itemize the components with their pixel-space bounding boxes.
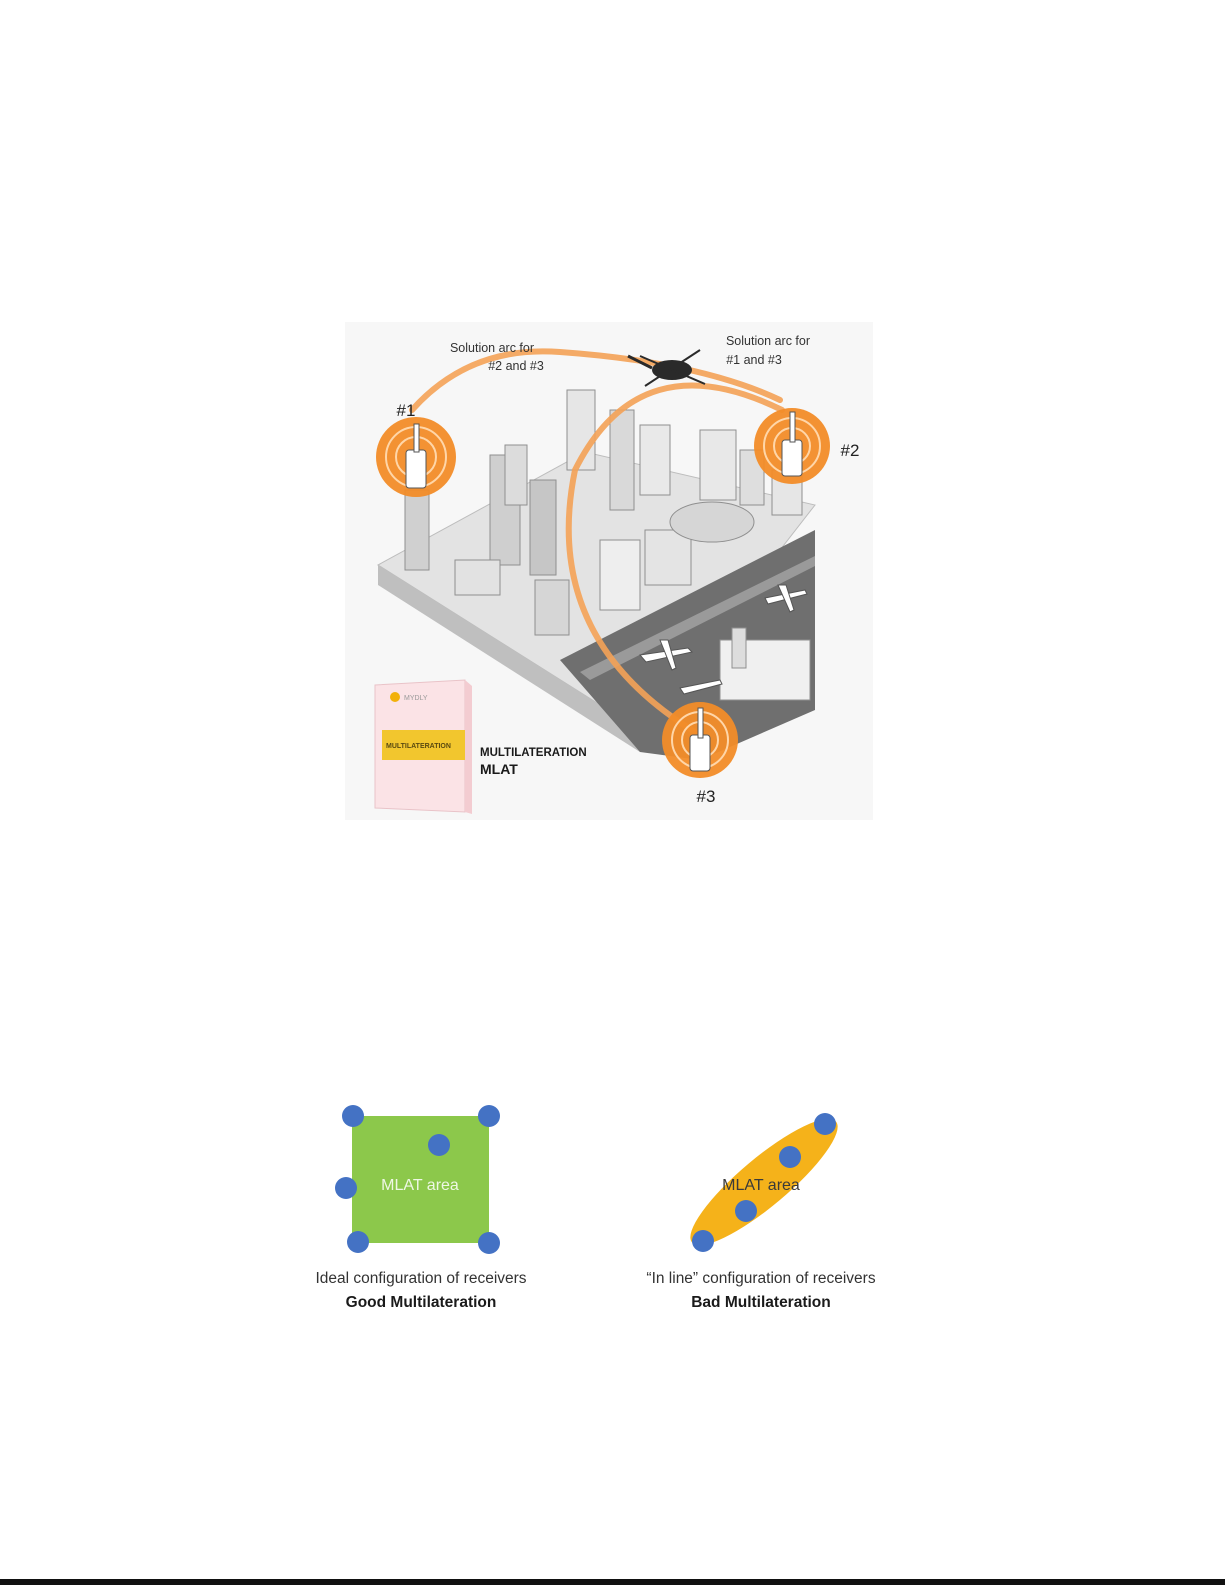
receiver-configuration-diagram: MLAT area Ideal configuration of receive… [315,1103,875,1311]
arc-label-left-line2: #2 and #3 [488,359,544,373]
arc-label-right-line1: Solution arc for [726,334,810,348]
receiver-dot [342,1105,364,1127]
good-mlat-area-label: MLAT area [381,1177,459,1194]
receiver-dot [814,1113,836,1135]
product-box-brand: MYDLY [404,695,428,702]
receiver-dot [692,1230,714,1252]
building [530,480,556,575]
receiver-dot [428,1134,450,1156]
receiver-2-label: #2 [841,441,860,460]
receiver-dot [735,1200,757,1222]
arc-label-right-line2: #1 and #3 [726,353,782,367]
building [405,490,429,570]
product-box-label: MULTILATERATION [386,743,451,750]
brand-logo-icon [390,692,400,702]
building [645,530,691,585]
mlat-city-illustration: Solution arc for #2 and #3 Solution arc … [345,322,873,820]
badge-subtitle: MLAT [480,761,518,777]
page-bottom-rule [0,1579,1225,1585]
product-box: MYDLY MULTILATERATION [375,680,472,814]
receiver-2-icon [754,408,830,484]
receiver-dot [478,1105,500,1127]
bad-caption: “In line” configuration of receivers [646,1270,875,1287]
building [640,425,670,495]
building [700,430,736,500]
badge-title: MULTILATERATION [480,747,587,759]
receiver-dot [347,1231,369,1253]
good-configuration: MLAT area Ideal configuration of receive… [315,1105,526,1311]
building [610,410,634,510]
arc-label-left-line1: Solution arc for [450,341,534,355]
building [535,580,569,635]
good-verdict: Good Multilateration [346,1294,497,1311]
building [600,540,640,610]
bad-verdict: Bad Multilateration [691,1294,831,1311]
bad-configuration: MLAT area “In line” configuration of rec… [646,1103,875,1311]
receiver-dot [478,1232,500,1254]
roundabout [670,502,754,542]
building [505,445,527,505]
control-tower [732,628,746,668]
building [455,560,500,595]
good-caption: Ideal configuration of receivers [315,1270,526,1287]
receiver-1-label: #1 [397,401,416,420]
receiver-3-icon [662,702,738,778]
receiver-1-icon [376,417,456,497]
receiver-dot [335,1177,357,1199]
bad-mlat-area-label: MLAT area [722,1177,800,1194]
receiver-3-label: #3 [697,787,716,806]
receiver-dot [779,1146,801,1168]
